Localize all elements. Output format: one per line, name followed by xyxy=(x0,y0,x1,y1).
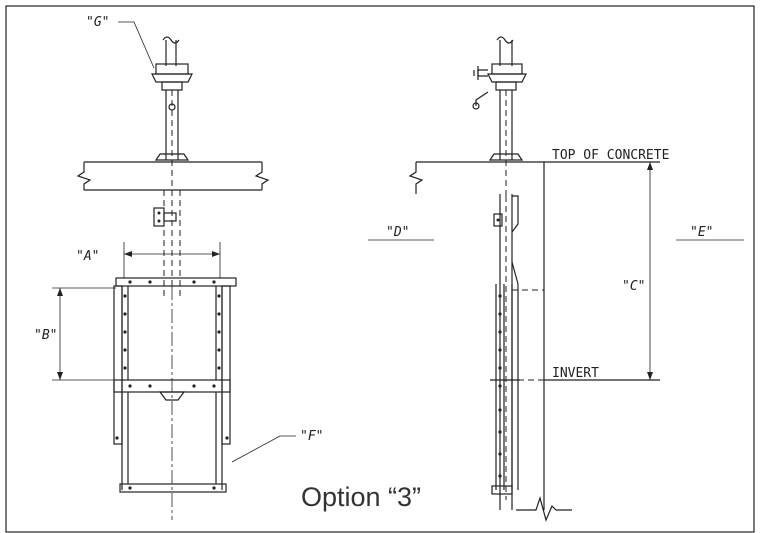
dim-d-label: "D" xyxy=(386,225,409,240)
dim-c-label: "C" xyxy=(622,279,645,294)
front-view: "A" "B" "G" "F" xyxy=(34,15,323,520)
top-of-concrete-label: TOP OF CONCRETE xyxy=(552,148,669,163)
dim-e-label: "E" xyxy=(690,225,713,240)
dim-a-label: "A" xyxy=(76,249,99,264)
dim-b-label: "B" xyxy=(34,328,57,343)
leader-g-label: "G" xyxy=(86,15,109,30)
option-caption: Option “3” xyxy=(301,482,421,512)
invert-label: INVERT xyxy=(552,366,599,381)
leader-f-label: "F" xyxy=(300,429,323,444)
side-view: TOP OF CONCRETE INVERT "C" "D" "E" xyxy=(368,36,744,522)
drawing-border xyxy=(5,5,755,533)
